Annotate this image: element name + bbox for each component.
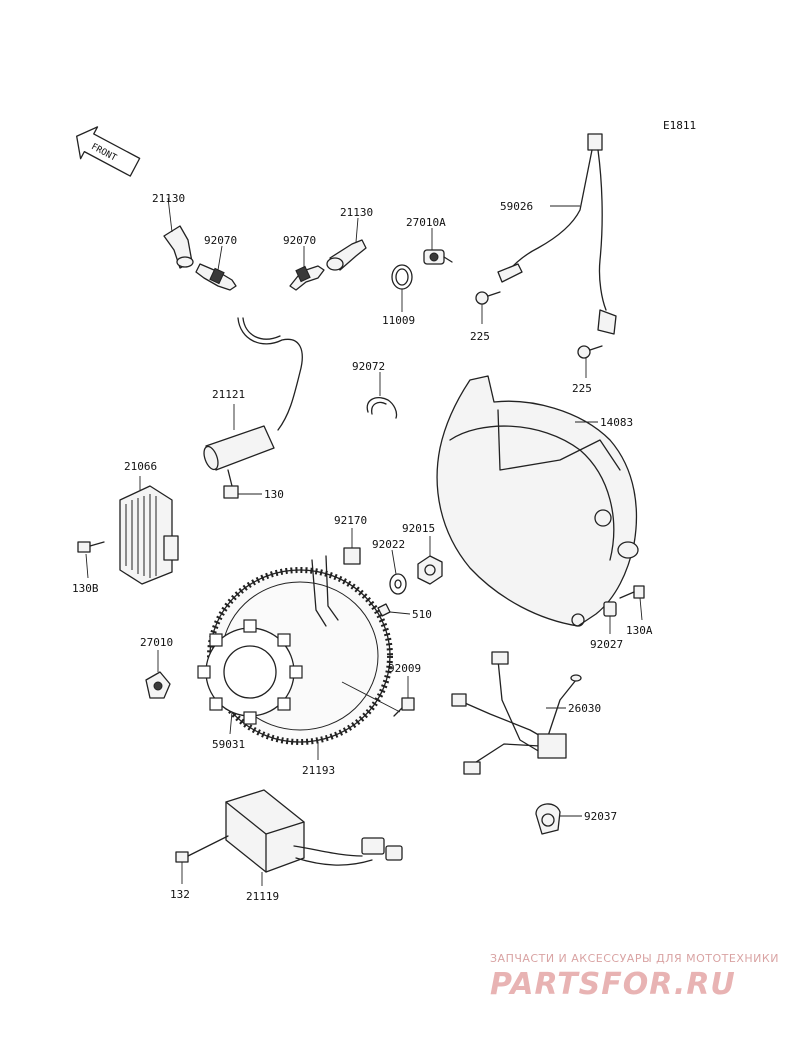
stator-59031 xyxy=(197,619,303,735)
spark-plug-cap-right xyxy=(326,217,367,271)
sensor-59026 xyxy=(497,133,617,335)
clamp-92170 xyxy=(343,528,361,565)
bolt-leader xyxy=(341,681,401,713)
label-130B: 130B xyxy=(72,582,99,595)
label-92037: 92037 xyxy=(584,810,617,823)
label-21066: 21066 xyxy=(124,460,157,473)
label-92070-left: 92070 xyxy=(204,234,237,247)
screw-92009 xyxy=(393,676,415,717)
switch-27010A xyxy=(423,228,453,265)
diagram-code: E1811 xyxy=(663,119,696,132)
label-92022: 92022 xyxy=(372,538,405,551)
label-92170: 92170 xyxy=(334,514,367,527)
bolt-130A xyxy=(619,585,645,621)
label-510: 510 xyxy=(412,608,432,621)
watermark-brand: PARTSFOR.RU xyxy=(490,967,736,1002)
gasket-11009 xyxy=(391,264,413,312)
label-21121: 21121 xyxy=(212,388,245,401)
label-92015: 92015 xyxy=(402,522,435,535)
screw-225-a xyxy=(475,291,501,324)
bolt-130 xyxy=(223,485,262,499)
regulator-21066 xyxy=(119,476,179,585)
label-21119: 21119 xyxy=(246,890,279,903)
bolt-130B xyxy=(77,541,105,579)
label-130A: 130A xyxy=(626,624,653,637)
washer-92022 xyxy=(389,549,407,595)
label-130: 130 xyxy=(264,488,284,501)
label-59026: 59026 xyxy=(500,200,533,213)
spark-plug-right xyxy=(289,246,325,291)
label-225-a: 225 xyxy=(470,330,490,343)
nut-92015 xyxy=(417,536,443,585)
front-arrow-icon: FRONT xyxy=(76,126,141,177)
key-510 xyxy=(377,603,411,617)
label-92009: 92009 xyxy=(388,662,421,675)
stator-wire-a xyxy=(311,559,327,627)
label-27010A: 27010A xyxy=(406,216,446,229)
bolt-132 xyxy=(175,835,229,884)
label-27010: 27010 xyxy=(140,636,173,649)
label-21193: 21193 xyxy=(302,764,335,777)
switch-27010 xyxy=(145,650,171,699)
label-14083: 14083 xyxy=(600,416,633,429)
screw-225-b xyxy=(577,345,603,378)
label-225-b: 225 xyxy=(572,382,592,395)
label-26030: 26030 xyxy=(568,702,601,715)
clip-92072 xyxy=(366,372,398,419)
generator-cover-14083 xyxy=(436,375,639,627)
harness-26030 xyxy=(451,651,582,775)
spark-plug-left xyxy=(195,245,237,291)
label-132: 132 xyxy=(170,888,190,901)
label-59031: 59031 xyxy=(212,738,245,751)
igniter-21119 xyxy=(225,789,403,886)
label-92072: 92072 xyxy=(352,360,385,373)
ignition-coil-21121 xyxy=(203,317,303,487)
watermark-tagline: ЗАПЧАСТИ И АКСЕССУАРЫ ДЛЯ МОТОТЕХНИКИ xyxy=(490,952,779,965)
label-21130-right: 21130 xyxy=(340,206,373,219)
label-21130-left: 21130 xyxy=(152,192,185,205)
label-11009: 11009 xyxy=(382,314,415,327)
spark-plug-cap-left xyxy=(163,197,194,269)
collar-92027 xyxy=(603,601,617,634)
clamp-92037 xyxy=(535,803,582,835)
stator-wire-b xyxy=(325,555,339,621)
label-92027: 92027 xyxy=(590,638,623,651)
label-92070-right: 92070 xyxy=(283,234,316,247)
